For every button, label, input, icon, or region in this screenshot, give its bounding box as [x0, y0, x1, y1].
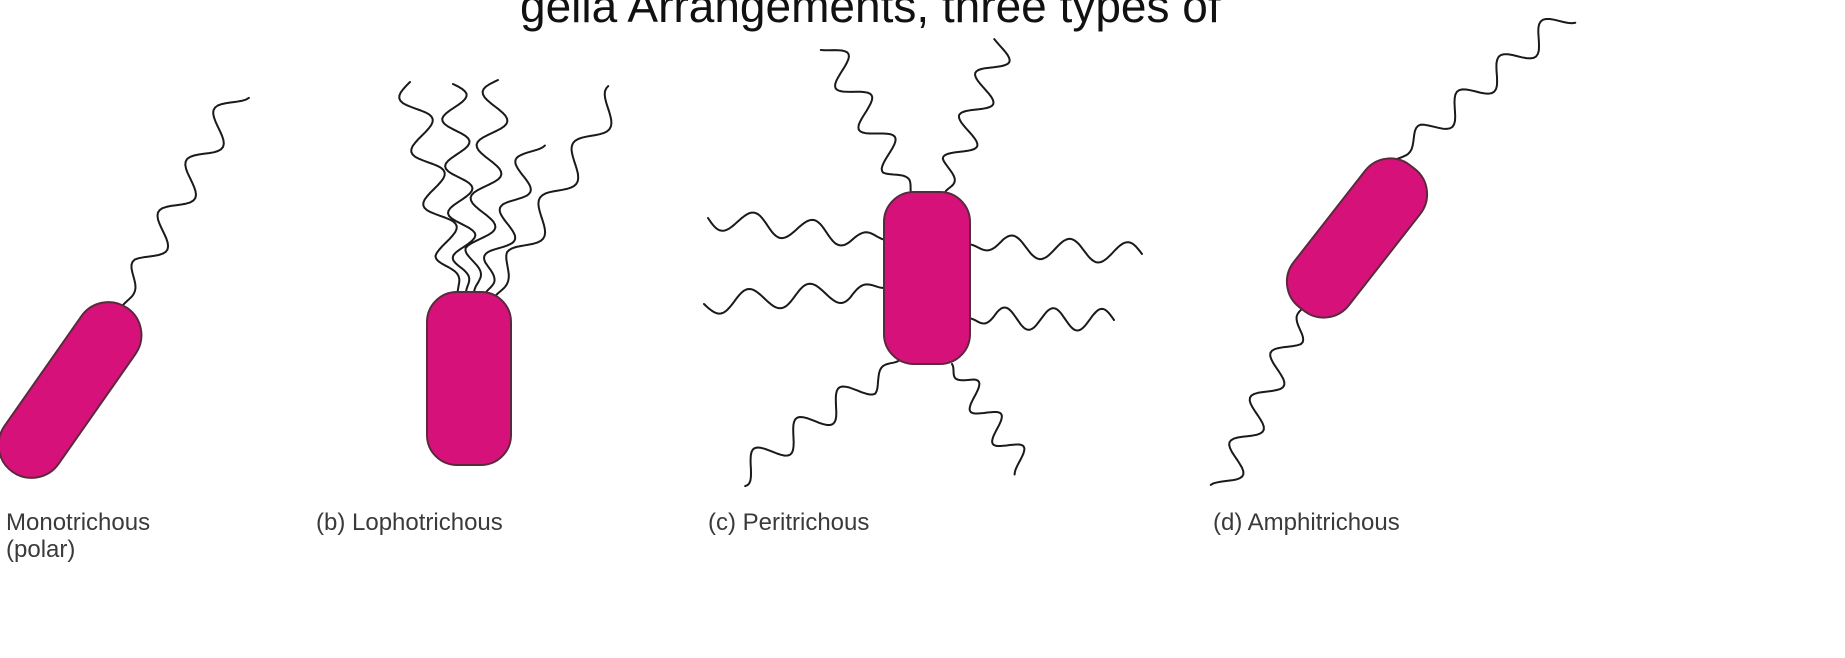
peritrichous-flagellum-2 — [943, 39, 1010, 194]
lophotrichous-flagellum-1 — [399, 82, 459, 296]
peritrichous-flagellum-3 — [708, 213, 886, 246]
panel-peritrichous: (c) Peritrichous — [704, 39, 1142, 536]
amphitrichous-flagella — [1211, 19, 1576, 485]
caption-monotrichous-polar: (polar) — [6, 536, 75, 563]
panel-monotrichous: Monotrichous (polar) — [0, 98, 249, 563]
lophotrichous-cell — [427, 292, 511, 465]
peritrichous-flagellum-7 — [745, 360, 900, 486]
amphitrichous-flagellum-1 — [1392, 19, 1575, 162]
amphitrichous-flagellum-2 — [1211, 302, 1308, 485]
peritrichous-flagellum-4 — [704, 284, 886, 314]
lophotrichous-flagellum-5 — [492, 86, 611, 300]
caption-lophotrichous: (b) Lophotrichous — [316, 509, 503, 536]
caption-amphitrichous: (d) Amphitrichous — [1213, 509, 1400, 536]
lophotrichous-flagellum-2 — [442, 84, 475, 294]
lophotrichous-flagella — [399, 80, 611, 300]
monotrichous-flagella — [121, 98, 249, 308]
monotrichous-flagellum-1 — [121, 98, 249, 308]
peritrichous-flagellum-5 — [968, 236, 1142, 263]
panel-lophotrichous: (b) Lophotrichous — [316, 80, 611, 536]
peritrichous-cell — [884, 192, 970, 364]
heading-fragment: gella Arrangements, three types of — [520, 0, 1221, 32]
peritrichous-flagellum-1 — [821, 50, 912, 196]
monotrichous-cell — [0, 289, 154, 491]
caption-peritrichous: (c) Peritrichous — [708, 509, 869, 536]
caption-monotrichous: Monotrichous — [6, 509, 150, 536]
panel-amphitrichous: (d) Amphitrichous — [1211, 19, 1576, 536]
peritrichous-flagellum-8 — [952, 364, 1024, 475]
peritrichous-flagellum-6 — [968, 308, 1114, 331]
amphitrichous-cell — [1274, 146, 1440, 331]
